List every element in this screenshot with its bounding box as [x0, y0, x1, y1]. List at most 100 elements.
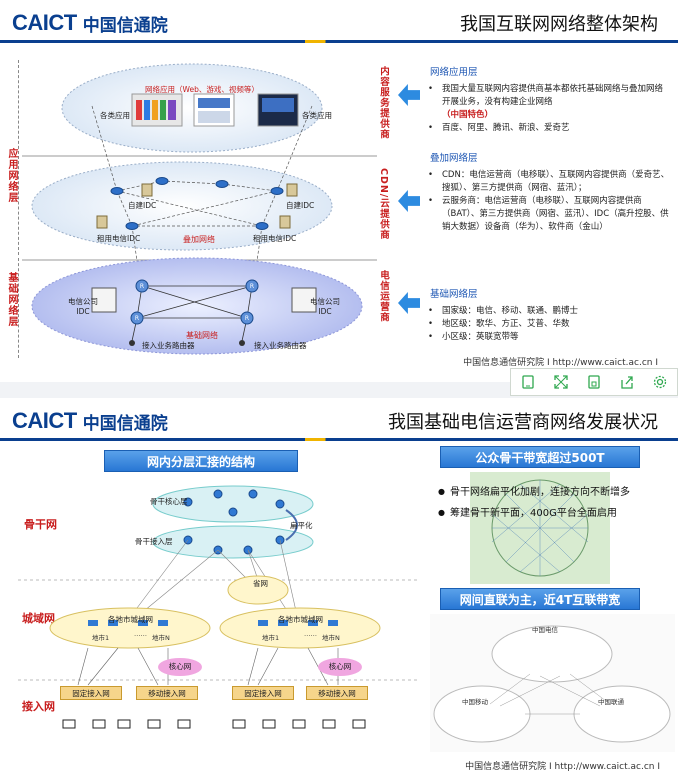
province-cloud — [227, 575, 289, 605]
label-china-mobile: 中国移动 — [462, 698, 488, 706]
save-icon[interactable] — [583, 371, 605, 393]
access-cloud — [152, 525, 314, 559]
mobile-access-1: 移动接入网 — [136, 686, 198, 700]
label-city-a-left: 地市1 — [92, 634, 110, 642]
tablet-icon[interactable] — [517, 371, 539, 393]
app-cloud — [61, 63, 323, 153]
label-telecom-idc-left: 电信公司 IDC — [68, 297, 98, 316]
label-city-n-left: 地市N — [152, 634, 170, 642]
header-rule — [0, 40, 678, 43]
label-province-net: 省网 — [253, 579, 268, 588]
architecture-diagram: R R R R — [22, 63, 377, 355]
banner-interconnect: 网间直联为主，近4T互联带宽 — [440, 588, 640, 610]
router-mark-2: R — [250, 283, 254, 290]
slide-title: 我国基础电信运营商网络发展状况 — [388, 412, 658, 433]
idc-box-1 — [141, 183, 153, 197]
arrow-left-icon — [398, 84, 420, 106]
label-overlay-net: 叠加网络 — [183, 235, 215, 244]
caict-logo: CAICT 中国信通院 — [12, 408, 168, 434]
label-backbone: 骨干网 — [24, 518, 57, 531]
section-heading: 基础网络层 — [430, 289, 478, 300]
backbone-bullets: 骨干网络扁平化加剧，连接方向不断增多 筹建骨干新平面，400G平台全面启用 — [438, 486, 670, 527]
flatten-arrow — [285, 509, 298, 541]
arrow-left-icon — [398, 190, 420, 212]
slide-title: 我国互联网网络整体架构 — [460, 14, 658, 35]
interconnect-image — [430, 614, 675, 752]
slide-footer: 中国信息通信研究院 I http://www.caict.ac.cn I — [465, 762, 660, 772]
router-mark-4: R — [245, 315, 249, 322]
list-item: 骨干网络扁平化加剧，连接方向不断增多 — [438, 486, 670, 501]
list-item: 我国大量互联网内容提供商基本都依托基础网络与叠加网络开展业务，没有构建企业网络（… — [420, 83, 670, 123]
hierarchy-diagram — [18, 485, 418, 729]
bracket-app — [18, 60, 19, 255]
idc-box-4 — [279, 215, 291, 229]
label-base-layer: 基础网络层 — [6, 272, 17, 327]
label-ellipsis-right: …… — [304, 630, 317, 638]
label-cdn-provider: CDN/云提供商 — [378, 168, 389, 241]
base-cloud — [31, 257, 363, 355]
list-item: 百度、阿里、腾讯、新浪、爱奇艺 — [420, 122, 670, 135]
viewer-toolbar — [510, 368, 678, 396]
label-rented-idc-1: 租用电信IDC — [97, 234, 141, 243]
label-content-provider: 内容服务提供商 — [378, 66, 389, 140]
metro-cloud-left — [49, 607, 211, 649]
label-base-net: 基础网络 — [186, 331, 218, 340]
section-heading: 网络应用层 — [430, 67, 478, 78]
label-access-layer: 骨干接入层 — [135, 537, 173, 546]
label-telecom-idc-right: 电信公司 IDC — [310, 297, 340, 316]
router-mark-1: R — [140, 283, 144, 290]
label-telecom-operator: 电信运营商 — [378, 270, 389, 323]
mobile-access-2: 移动接入网 — [306, 686, 368, 700]
banner-layered-structure: 网内分层汇接的结构 — [104, 450, 298, 472]
section-heading: 叠加网络层 — [430, 153, 478, 164]
list-item: 小区级：英联宽带等 — [420, 331, 670, 344]
label-apps-right: 各类应用 — [302, 111, 332, 120]
label-china-unicom: 中国联通 — [598, 698, 624, 706]
list-item: 地区级：歌华、方正、艾普、华数 — [420, 318, 670, 331]
metro-cloud-right — [219, 607, 381, 649]
label-core-layer: 骨干核心层 — [150, 497, 188, 506]
label-apps-left: 各类应用 — [100, 111, 130, 120]
section-overlay-layer: 叠加网络层 CDN：电信运营商（电移联）、互联网内容提供商（爱奇艺、搜狐）、第三… — [420, 150, 670, 235]
label-china-telecom: 中国电信 — [532, 626, 558, 634]
slide-divider — [0, 382, 678, 398]
core-net-left: 核心网 — [158, 658, 202, 676]
label-self-idc-2: 自建IDC — [286, 201, 315, 210]
label-city-a-right: 地市1 — [262, 634, 280, 642]
label-access-right: 接入业务路由器 — [254, 341, 307, 350]
label-access-left: 接入业务路由器 — [142, 341, 195, 350]
bracket-base — [18, 258, 19, 358]
logo-en: CAICT — [12, 408, 77, 433]
gear-icon[interactable] — [649, 371, 671, 393]
list-item: 国家级：电信、移动、联通、鹏博士 — [420, 305, 670, 318]
fixed-access-2: 固定接入网 — [232, 686, 294, 700]
label-rented-idc-2: 租用电信IDC — [253, 234, 297, 243]
share-icon[interactable] — [616, 371, 638, 393]
arrow-left-icon — [398, 292, 420, 314]
label-metro-left: 各地市城域网 — [108, 615, 153, 624]
label-app-layer: 应用网络层 — [6, 148, 17, 203]
fullscreen-icon[interactable] — [550, 371, 572, 393]
label-flatten: 扁平化 — [290, 521, 313, 530]
idc-box-3 — [96, 215, 108, 229]
list-item: CDN：电信运营商（电移联）、互联网内容提供商（爱奇艺、搜狐）、第三方提供商（网… — [420, 169, 670, 195]
core-net-right: 核心网 — [318, 658, 362, 676]
label-access: 接入网 — [22, 700, 55, 713]
slide-footer: 中国信息通信研究院 I http://www.caict.ac.cn I — [463, 358, 658, 368]
section-base-layer: 基础网络层 国家级：电信、移动、联通、鹏博士 地区级：歌华、方正、艾普、华数 小… — [420, 286, 670, 344]
header-rule — [0, 438, 678, 441]
logo-cn: 中国信通院 — [82, 413, 168, 434]
router-mark-3: R — [135, 315, 139, 322]
logo-en: CAICT — [12, 10, 77, 35]
slide-internet-architecture: CAICT 中国信通院 我国互联网网络整体架构 应用网络层 基础网络层 — [0, 0, 678, 382]
idc-box-2 — [286, 183, 298, 197]
list-item: 云服务商：电信运营商（电移联）、互联网内容提供商（BAT）、第三方提供商（网宿、… — [420, 195, 670, 235]
core-cloud — [152, 485, 314, 523]
label-web-apps: 网络应用（Web、游戏、视频等） — [145, 85, 259, 94]
label-metro: 城域网 — [22, 612, 55, 625]
slide-operator-networks: CAICT 中国信通院 我国基础电信运营商网络发展状况 网内分层汇接的结构 公众… — [0, 398, 678, 778]
banner-backbone-bandwidth: 公众骨干带宽超过500T — [440, 446, 640, 468]
list-item: 筹建骨干新平面，400G平台全面启用 — [438, 507, 670, 522]
fixed-access-1: 固定接入网 — [60, 686, 122, 700]
section-app-layer: 网络应用层 我国大量互联网内容提供商基本都依托基础网络与叠加网络开展业务，没有构… — [420, 64, 670, 136]
